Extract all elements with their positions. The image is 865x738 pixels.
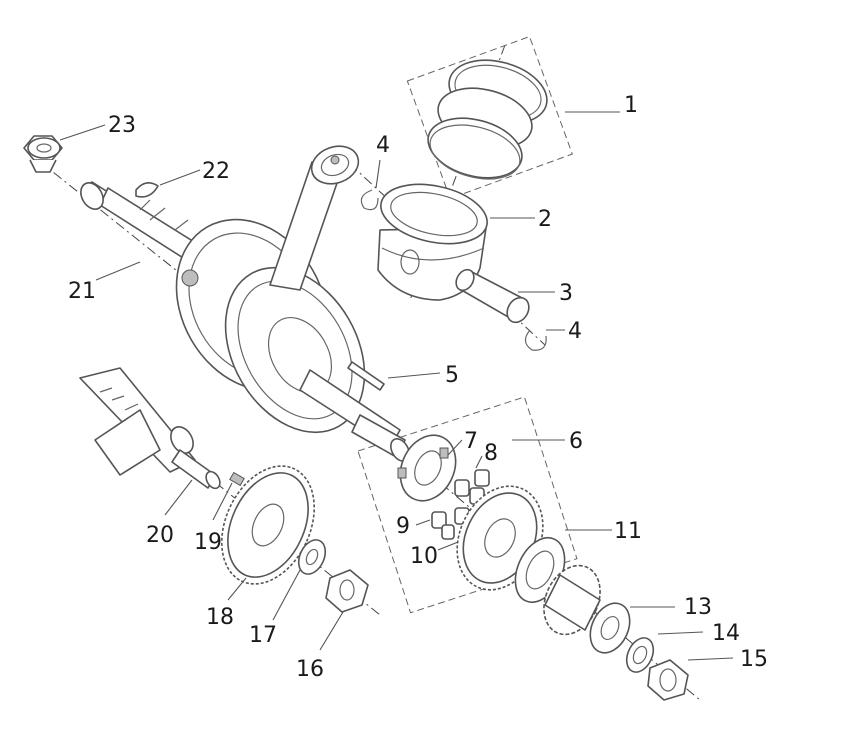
callout-9: 9: [396, 514, 410, 539]
part-16-nut: [325, 569, 369, 613]
callout-6: 6: [569, 429, 583, 454]
part-3-piston-pin: [455, 268, 530, 324]
callout-21: 21: [68, 279, 96, 304]
part-14-washer: [625, 637, 655, 673]
part-17-washer: [297, 539, 327, 575]
callout-7: 7: [464, 429, 478, 454]
part-4-circlip-lower: [524, 329, 547, 351]
part-18-gear: [220, 465, 316, 585]
part-20-balancer-shaft: [79, 367, 221, 490]
callout-19: 19: [194, 530, 222, 555]
part-19-key: [229, 471, 245, 487]
callout-18: 18: [206, 605, 234, 630]
callout-4-lower: 4: [568, 319, 582, 344]
callout-15: 15: [740, 647, 768, 672]
piston-ring-group-box: [406, 35, 573, 200]
timing-gear: [543, 564, 601, 636]
part-8-springs: [454, 469, 490, 505]
callout-labels: 1 2 3 4 4 5 6 7 8 9 10 11 13 14 15 16 17…: [68, 93, 768, 682]
callout-23: 23: [108, 113, 136, 138]
part-22-key: [135, 182, 159, 198]
callout-16: 16: [296, 657, 324, 682]
part-23-nut: [23, 135, 63, 173]
connecting-rod: [269, 145, 360, 291]
callout-22: 22: [202, 159, 230, 184]
callout-14: 14: [712, 621, 740, 646]
part-1-piston-rings: [427, 59, 548, 180]
part-15-nut: [647, 659, 689, 701]
callout-13: 13: [684, 595, 712, 620]
part-4-circlip-upper: [360, 189, 379, 211]
assembly-axes: [37, 44, 701, 701]
callout-20: 20: [146, 523, 174, 548]
callout-3: 3: [559, 281, 573, 306]
callout-17: 17: [249, 623, 277, 648]
callout-5: 5: [445, 363, 459, 388]
callout-2: 2: [538, 207, 552, 232]
part-13-spacer: [589, 602, 631, 654]
callout-1: 1: [624, 93, 638, 118]
part-5-pin: [347, 361, 385, 391]
callout-11: 11: [614, 519, 642, 544]
part-2-piston: [377, 183, 488, 301]
callout-4-upper: 4: [376, 133, 390, 158]
callout-8: 8: [484, 441, 498, 466]
callout-10: 10: [410, 544, 438, 569]
part-7-damper-hub: [397, 434, 457, 502]
leader-lines: [59, 111, 734, 661]
